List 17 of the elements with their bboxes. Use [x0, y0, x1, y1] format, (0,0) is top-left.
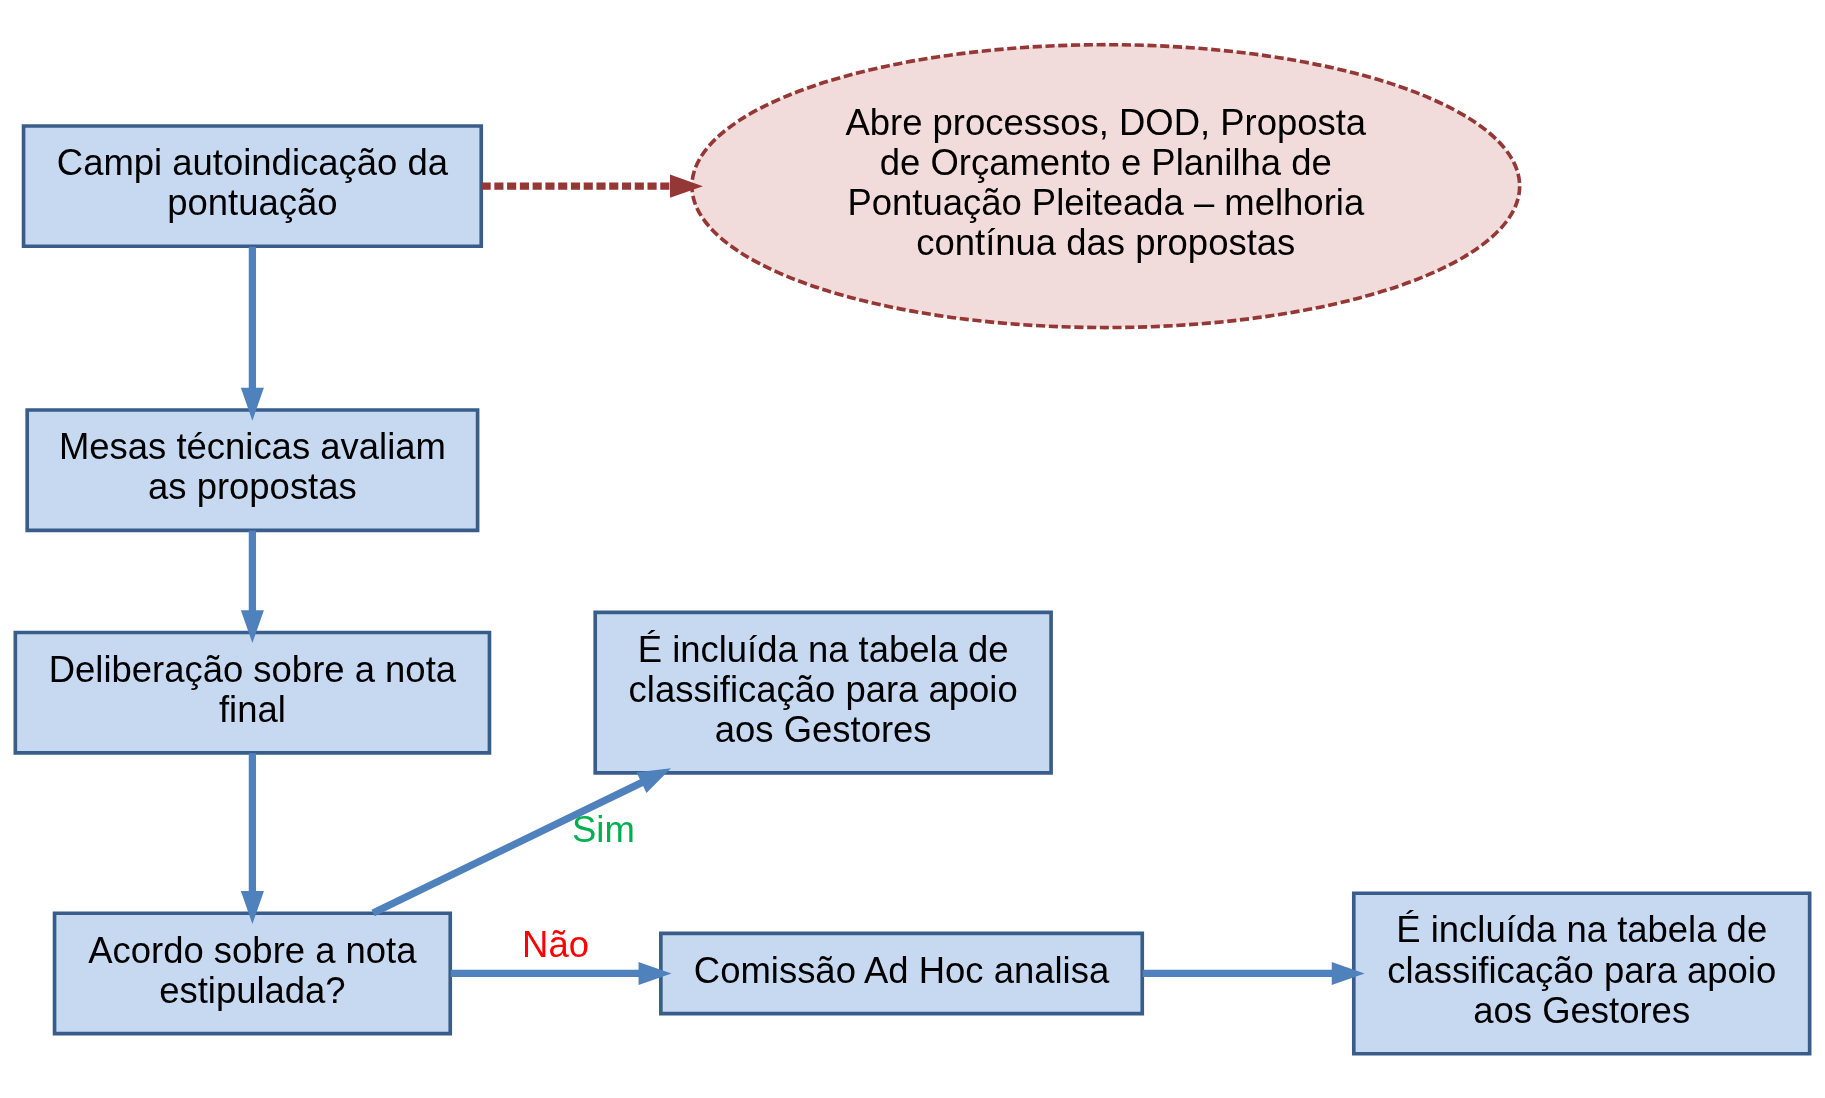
node-box: É incluída na tabela de classificação para apoio aos Gestores: [1351, 891, 1812, 1056]
node-box: Comissão Ad Hoc analisa: [659, 931, 1145, 1016]
arrow: [240, 530, 264, 644]
arrow: [371, 768, 672, 917]
node-box: Deliberação sobre a nota final: [13, 630, 492, 755]
arrow: [481, 174, 703, 198]
node-ellipse: Abre processos, DOD, Proposta de Orçamento e Planilha de Pontuação Pleiteada – melhoria contínua das propostas: [690, 42, 1522, 330]
node-box: É incluída na tabela de classificação para apoio aos Gestores: [593, 610, 1053, 775]
edge-label: Não: [522, 924, 589, 966]
arrow: [240, 753, 264, 924]
node-box: Acordo sobre a nota estipulada?: [52, 911, 453, 1036]
arrow: [450, 961, 672, 985]
node-box: Mesas técnicas avaliam as propostas: [25, 408, 480, 533]
arrow: [240, 246, 264, 421]
edge-label: Sim: [572, 809, 635, 851]
arrow: [1142, 961, 1365, 985]
node-box: Campi autoindicação da pontuação: [21, 124, 484, 249]
